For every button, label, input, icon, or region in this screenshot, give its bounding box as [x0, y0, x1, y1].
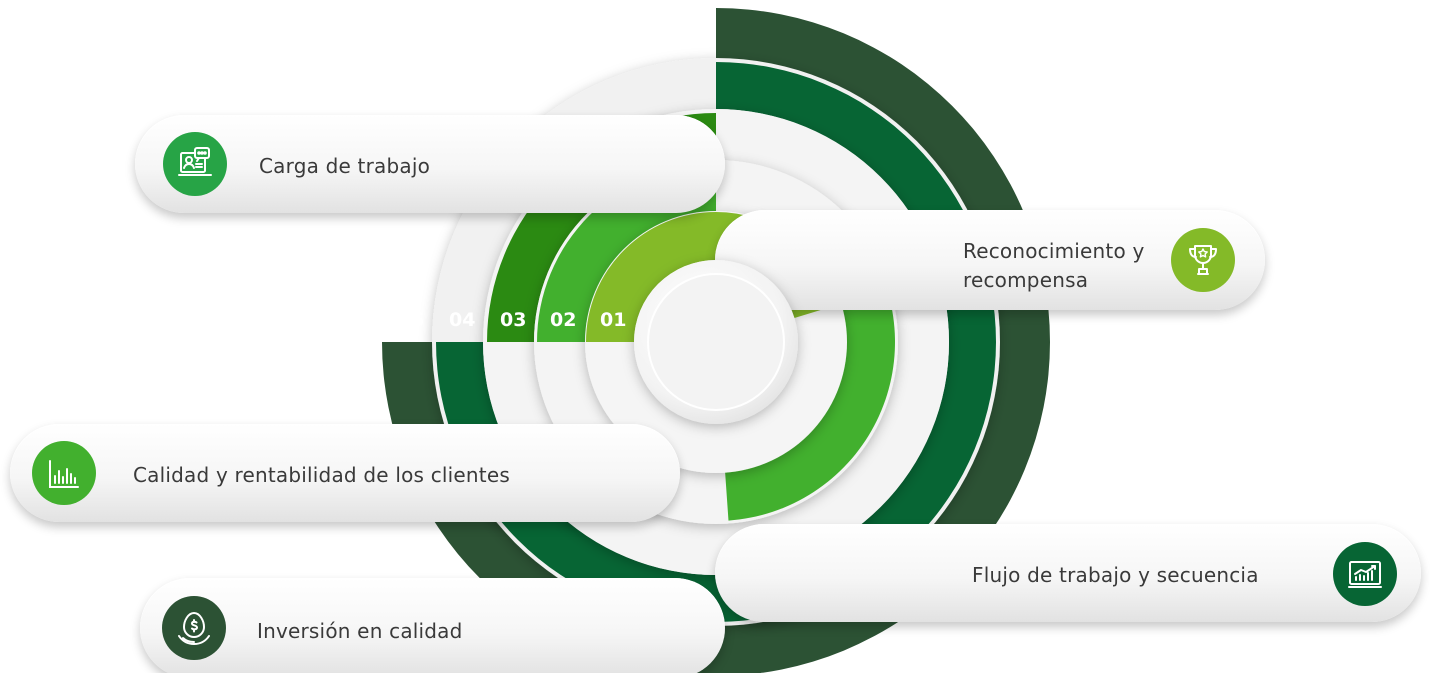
- label-reconocimiento-line1: Reconocimiento y: [963, 239, 1145, 263]
- level-03-number: 03: [500, 309, 527, 331]
- pill-flujo-de-trabajo: Flujo de trabajo y secuencia: [715, 524, 1421, 622]
- label-calidad-y-rentabilidad: Calidad y rentabilidad de los clientes: [133, 463, 510, 487]
- level-02-number: 02: [550, 309, 577, 331]
- pill-inversion-en-calidad: Inversión en calidad: [140, 578, 725, 673]
- level-05-number: 05: [398, 309, 425, 331]
- label-reconocimiento-line2: recompensa: [963, 268, 1089, 292]
- trophy-icon: [1171, 228, 1235, 292]
- ring-02-arc: [725, 252, 895, 521]
- label-carga-de-trabajo: Carga de trabajo: [259, 154, 431, 178]
- online-chat-icon: [163, 132, 227, 196]
- level-01-number: 01: [600, 309, 627, 331]
- pill-calidad-y-rentabilidad: Calidad y rentabilidad de los clientes: [10, 424, 680, 522]
- bar-chart-icon: [32, 441, 96, 505]
- level-04-number: 04: [449, 309, 476, 331]
- label-inversion-en-calidad: Inversión en calidad: [257, 619, 463, 643]
- label-flujo-de-trabajo: Flujo de trabajo y secuencia: [972, 563, 1259, 587]
- money-egg-icon: [162, 596, 226, 660]
- growth-chart-icon: [1333, 542, 1397, 606]
- pill-reconocimiento-y-recompensa: Reconocimiento y recompensa: [715, 210, 1265, 310]
- pill-carga-de-trabajo: Carga de trabajo: [135, 115, 725, 213]
